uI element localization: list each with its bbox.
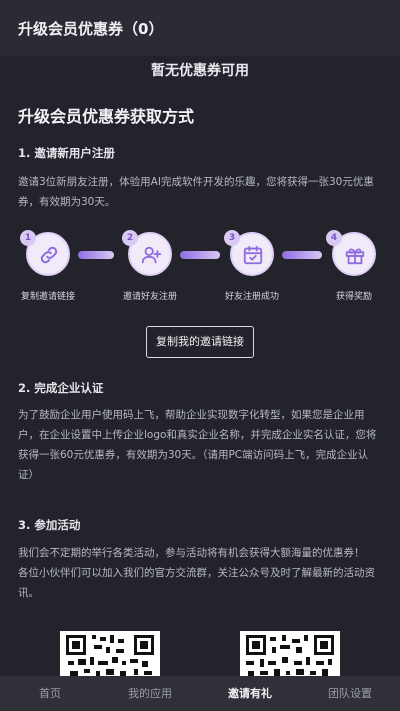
method-activity-title: 3. 参加活动 [18, 518, 81, 532]
desc-line: 证） [18, 469, 39, 481]
step-number: 4 [326, 230, 342, 246]
link-icon [40, 246, 58, 264]
group-qr-code [60, 631, 160, 679]
desc-line: 户，在企业设置中上传企业logo和真实企业名称，并完成企业实名认证，您将 [18, 429, 377, 441]
tab-invite-rewards[interactable]: 邀请有礼 [228, 687, 272, 700]
step-label: 获得奖励 [335, 292, 372, 302]
step-connector [78, 251, 114, 259]
desc-line: 讯。 [18, 587, 39, 599]
desc-line: 我们会不定期的举行各类活动，参与活动将有机会获得大额海量的优惠券！ [18, 547, 365, 559]
desc-line: 邀请3位新朋友注册，体验用AI完成软件开发的乐趣，您将获得一张30元优惠 [18, 176, 374, 188]
method-enterprise-description: 为了鼓励企业用户使用码上飞，帮助企业实现数字化转型，如果您是企业用 户，在企业设… [18, 405, 384, 485]
step-label: 邀请好友注册 [122, 292, 177, 302]
desc-line: 为了鼓励企业用户使用码上飞，帮助企业实现数字化转型，如果您是企业用 [18, 409, 365, 421]
step-label: 复制邀请链接 [20, 292, 75, 302]
step-number: 1 [20, 230, 36, 246]
method-enterprise-title: 2. 完成企业认证 [18, 381, 104, 395]
desc-line: 各位小伙伴们可以加入我们的官方交流群，关注公众号及时了解最新的活动资 [18, 567, 375, 579]
tab-team-settings[interactable]: 团队设置 [328, 687, 372, 700]
page-header: 升级会员优惠券（0） [0, 0, 400, 56]
method-activity-description: 我们会不定期的举行各类活动，参与活动将有机会获得大额海量的优惠券！ 各位小伙伴们… [18, 543, 384, 603]
method-invite-description: 邀请3位新朋友注册，体验用AI完成软件开发的乐趣，您将获得一张30元优惠 券，有… [18, 172, 384, 212]
step-label: 好友注册成功 [224, 292, 279, 302]
official-account-qr-code [240, 631, 340, 679]
empty-coupon-note: 暂无优惠券可用 [151, 63, 249, 79]
desc-line: 获得一张60元优惠券，有效期为30天。（请用PC端访问码上飞，完成企业认 [18, 449, 369, 461]
step-3-circle [230, 232, 274, 276]
invite-steps: 1 复制邀请链接 2 邀请好友注册 3 好友注册成功 [0, 226, 400, 306]
method-invite-title: 1. 邀请新用户注册 [18, 146, 115, 160]
step-number: 2 [122, 230, 138, 246]
add-user-icon [141, 246, 162, 264]
section-title: 升级会员优惠券获取方式 [18, 107, 195, 126]
page-title: 升级会员优惠券（0） [18, 20, 164, 38]
step-1-circle [26, 232, 70, 276]
tab-home[interactable]: 首页 [39, 687, 61, 700]
tab-my-apps[interactable]: 我的应用 [128, 687, 172, 700]
step-connector [180, 251, 220, 259]
gift-icon [345, 248, 365, 265]
copy-invite-link-button[interactable]: 复制我的邀请链接 [146, 326, 254, 358]
calendar-check-icon [243, 245, 263, 265]
step-connector [282, 251, 322, 259]
step-number: 3 [224, 230, 240, 246]
bottom-tab-bar: 首页 我的应用 邀请有礼 团队设置 [0, 676, 400, 711]
desc-line: 券，有效期为30天。 [18, 196, 116, 208]
